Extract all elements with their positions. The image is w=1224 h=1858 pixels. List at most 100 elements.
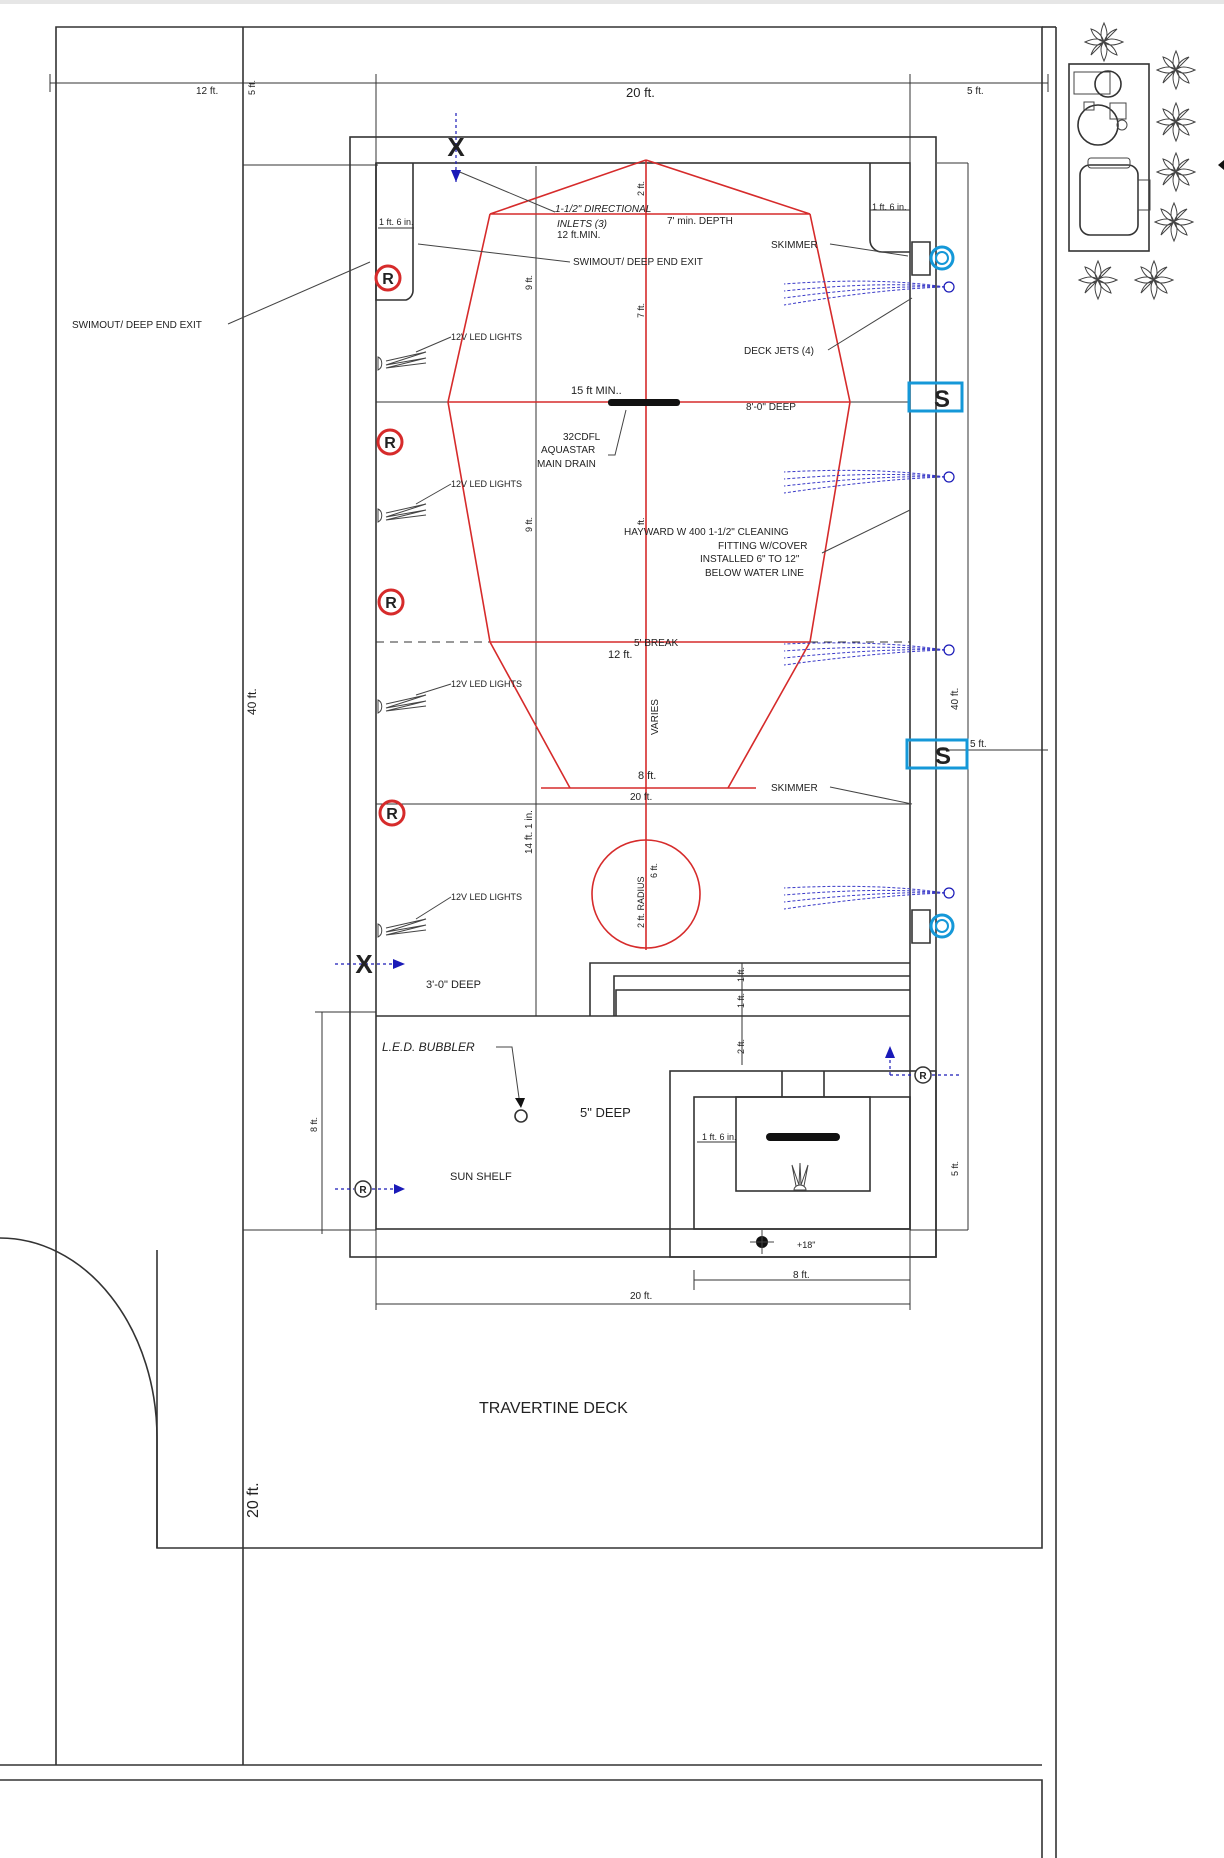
spa-jet-icon <box>791 1162 809 1191</box>
swimout-inner-label: SWIMOUT/ DEEP END EXIT <box>573 257 703 268</box>
spa-drain-icon <box>766 1133 840 1141</box>
plant-icon <box>1133 259 1175 301</box>
skimmer-top-label: SKIMMER <box>771 240 818 251</box>
hayward-label-1: HAYWARD W 400 1-1/2" CLEANING <box>624 527 789 538</box>
swimout-notes: SWIMOUT/ DEEP END EXIT SWIMOUT/ DEEP END… <box>72 243 703 331</box>
skimmer-bottom-label: SKIMMER <box>771 783 818 794</box>
deck-arc <box>0 1237 158 1439</box>
red-return-icon: R <box>378 799 406 827</box>
deep-end-profile: 2 ft. 7 ft. ft. 15 ft MIN.. 12 ft. 8 ft.… <box>447 159 851 950</box>
return-icon: R <box>335 1180 405 1198</box>
svg-text:X: X <box>447 132 465 162</box>
edge-arrow-icon <box>1218 160 1224 170</box>
dim-top-center: 20 ft. <box>626 85 655 100</box>
led-light-3: 12V LED LIGHTS <box>377 679 522 714</box>
skimmer-icon <box>911 909 955 944</box>
bottom-dimension: 20 ft. <box>376 1291 910 1305</box>
right-dimension-lines: 40 ft. 5 ft. <box>910 162 1048 1231</box>
dim-varies: VARIES <box>650 699 661 735</box>
hayward-label-2: FITTING W/COVER <box>718 541 807 552</box>
directional-inlets-note: 1-1/2" DIRECTIONAL INLETS (3) 12 ft.MIN.… <box>454 169 733 241</box>
led-light-2: 12V LED LIGHTS <box>377 479 522 523</box>
dim-plus18: +18" <box>797 1240 815 1250</box>
plants-decoration <box>1077 21 1197 301</box>
swimout-right: 1 ft. 6 in. <box>869 163 910 253</box>
main-drain-label: 32CDFL AQUASTAR MAIN DRAIN <box>537 409 627 470</box>
deck-jets <box>783 280 955 910</box>
top-dimension-lines: 12 ft. 5 ft. 20 ft. 5 ft. <box>49 74 1049 170</box>
cross-icon: X <box>447 113 465 185</box>
dim-spa-8: 8 ft. <box>793 1270 810 1281</box>
return-markers-red: R R R R <box>374 264 406 827</box>
deck-jet-icon <box>783 885 955 910</box>
plant-icon <box>1083 21 1125 63</box>
target-icon <box>750 1230 774 1254</box>
deck-jets-note: DECK JETS (4) <box>744 297 913 357</box>
dim-width-12: 12 ft. <box>608 649 632 661</box>
left-dimension-lines: 40 ft. 20 ft. <box>243 164 378 1518</box>
hayward-label-3: INSTALLED 6" TO 12" <box>700 554 800 565</box>
dim-14ft: 14 ft. 1 in. <box>524 810 535 854</box>
plant-icon <box>1153 201 1195 243</box>
skimmer-markers: S S <box>905 381 969 770</box>
dim-bottom-20: 20 ft. <box>630 1291 652 1302</box>
deck-jet-icon <box>783 469 955 494</box>
svg-text:R: R <box>385 595 397 612</box>
dim-top-left: 12 ft. <box>196 86 218 97</box>
dim-width-8: 8 ft. <box>638 770 656 782</box>
spa-return-icon: R <box>885 1046 962 1084</box>
page-top-strip <box>0 0 1224 4</box>
deck-jet-icon <box>783 642 955 666</box>
svg-text:S: S <box>934 386 950 413</box>
dim-7ft: 7 ft. <box>636 303 646 318</box>
dim-top-left-vertical: 5 ft. <box>247 80 257 95</box>
deep-8-label: 8'-0" DEEP <box>746 402 796 413</box>
svg-text:R: R <box>386 806 398 823</box>
dim-min-width: 15 ft MIN.. <box>571 385 622 397</box>
skimmer-marker-icon: S <box>907 381 964 413</box>
red-return-icon: R <box>376 428 404 456</box>
deep-5in-label: 5" DEEP <box>580 1105 631 1120</box>
dim-swimout-right: 1 ft. 6 in. <box>872 202 907 212</box>
svg-text:R: R <box>384 435 396 452</box>
led-label-2: 12V LED LIGHTS <box>451 479 522 489</box>
pool-outline <box>349 136 937 1310</box>
main-drain-label-2: AQUASTAR <box>541 445 595 456</box>
led-lights: 12V LED LIGHTS 12V LED LIGHTS 12V LED LI… <box>377 332 522 938</box>
equipment-pad <box>1068 21 1224 301</box>
svg-text:R: R <box>919 1071 927 1082</box>
skimmer-notes: SKIMMER SKIMMER <box>771 240 913 805</box>
dim-step-1a: 1 ft. <box>736 967 746 982</box>
skimmer-icon <box>911 241 955 276</box>
cross-icon: X <box>335 949 405 979</box>
dim-top-right: 5 ft. <box>967 86 984 97</box>
cross-markers: X X <box>335 113 465 979</box>
plant-icon <box>1155 49 1197 91</box>
pool-steps: 1 ft. 1 ft. 2 ft. <box>589 962 910 1065</box>
dim-left-total: 40 ft. <box>245 688 259 715</box>
svg-text:X: X <box>355 949 373 979</box>
dim-radius-6: 6 ft. <box>649 863 659 878</box>
dim-radius-label: 2 ft. RADIUS <box>636 876 646 928</box>
svg-text:S: S <box>935 743 951 770</box>
min-depth-label: 7' min. DEPTH <box>667 216 733 227</box>
swimout-outer-label: SWIMOUT/ DEEP END EXIT <box>72 320 202 331</box>
dim-width-20-inner: 20 ft. <box>630 792 652 803</box>
led-label-3: 12V LED LIGHTS <box>451 679 522 689</box>
skimmer-marker-icon: S <box>905 738 969 770</box>
dim-9ft-a: 9 ft. <box>524 275 534 290</box>
dim-9ft-b: 9 ft. <box>524 517 534 532</box>
hayward-label-4: BELOW WATER LINE <box>705 568 804 579</box>
inlets-label-2: INLETS (3) <box>557 219 607 230</box>
svg-text:R: R <box>359 1185 367 1196</box>
dim-step-2: 2 ft. <box>736 1039 746 1054</box>
main-drain-label-3: MAIN DRAIN <box>537 459 596 470</box>
led-light-1: 12V LED LIGHTS <box>377 332 522 371</box>
dim-right-total: 40 ft. <box>950 688 961 710</box>
swimout-left: 1 ft. 6 in. <box>375 163 414 301</box>
skimmer-symbols <box>911 241 955 944</box>
dim-spa-1ft6: 1 ft. 6 in. <box>702 1132 737 1142</box>
deck-jet-icon <box>783 280 955 306</box>
sun-shelf-label: SUN SHELF <box>450 1171 512 1183</box>
